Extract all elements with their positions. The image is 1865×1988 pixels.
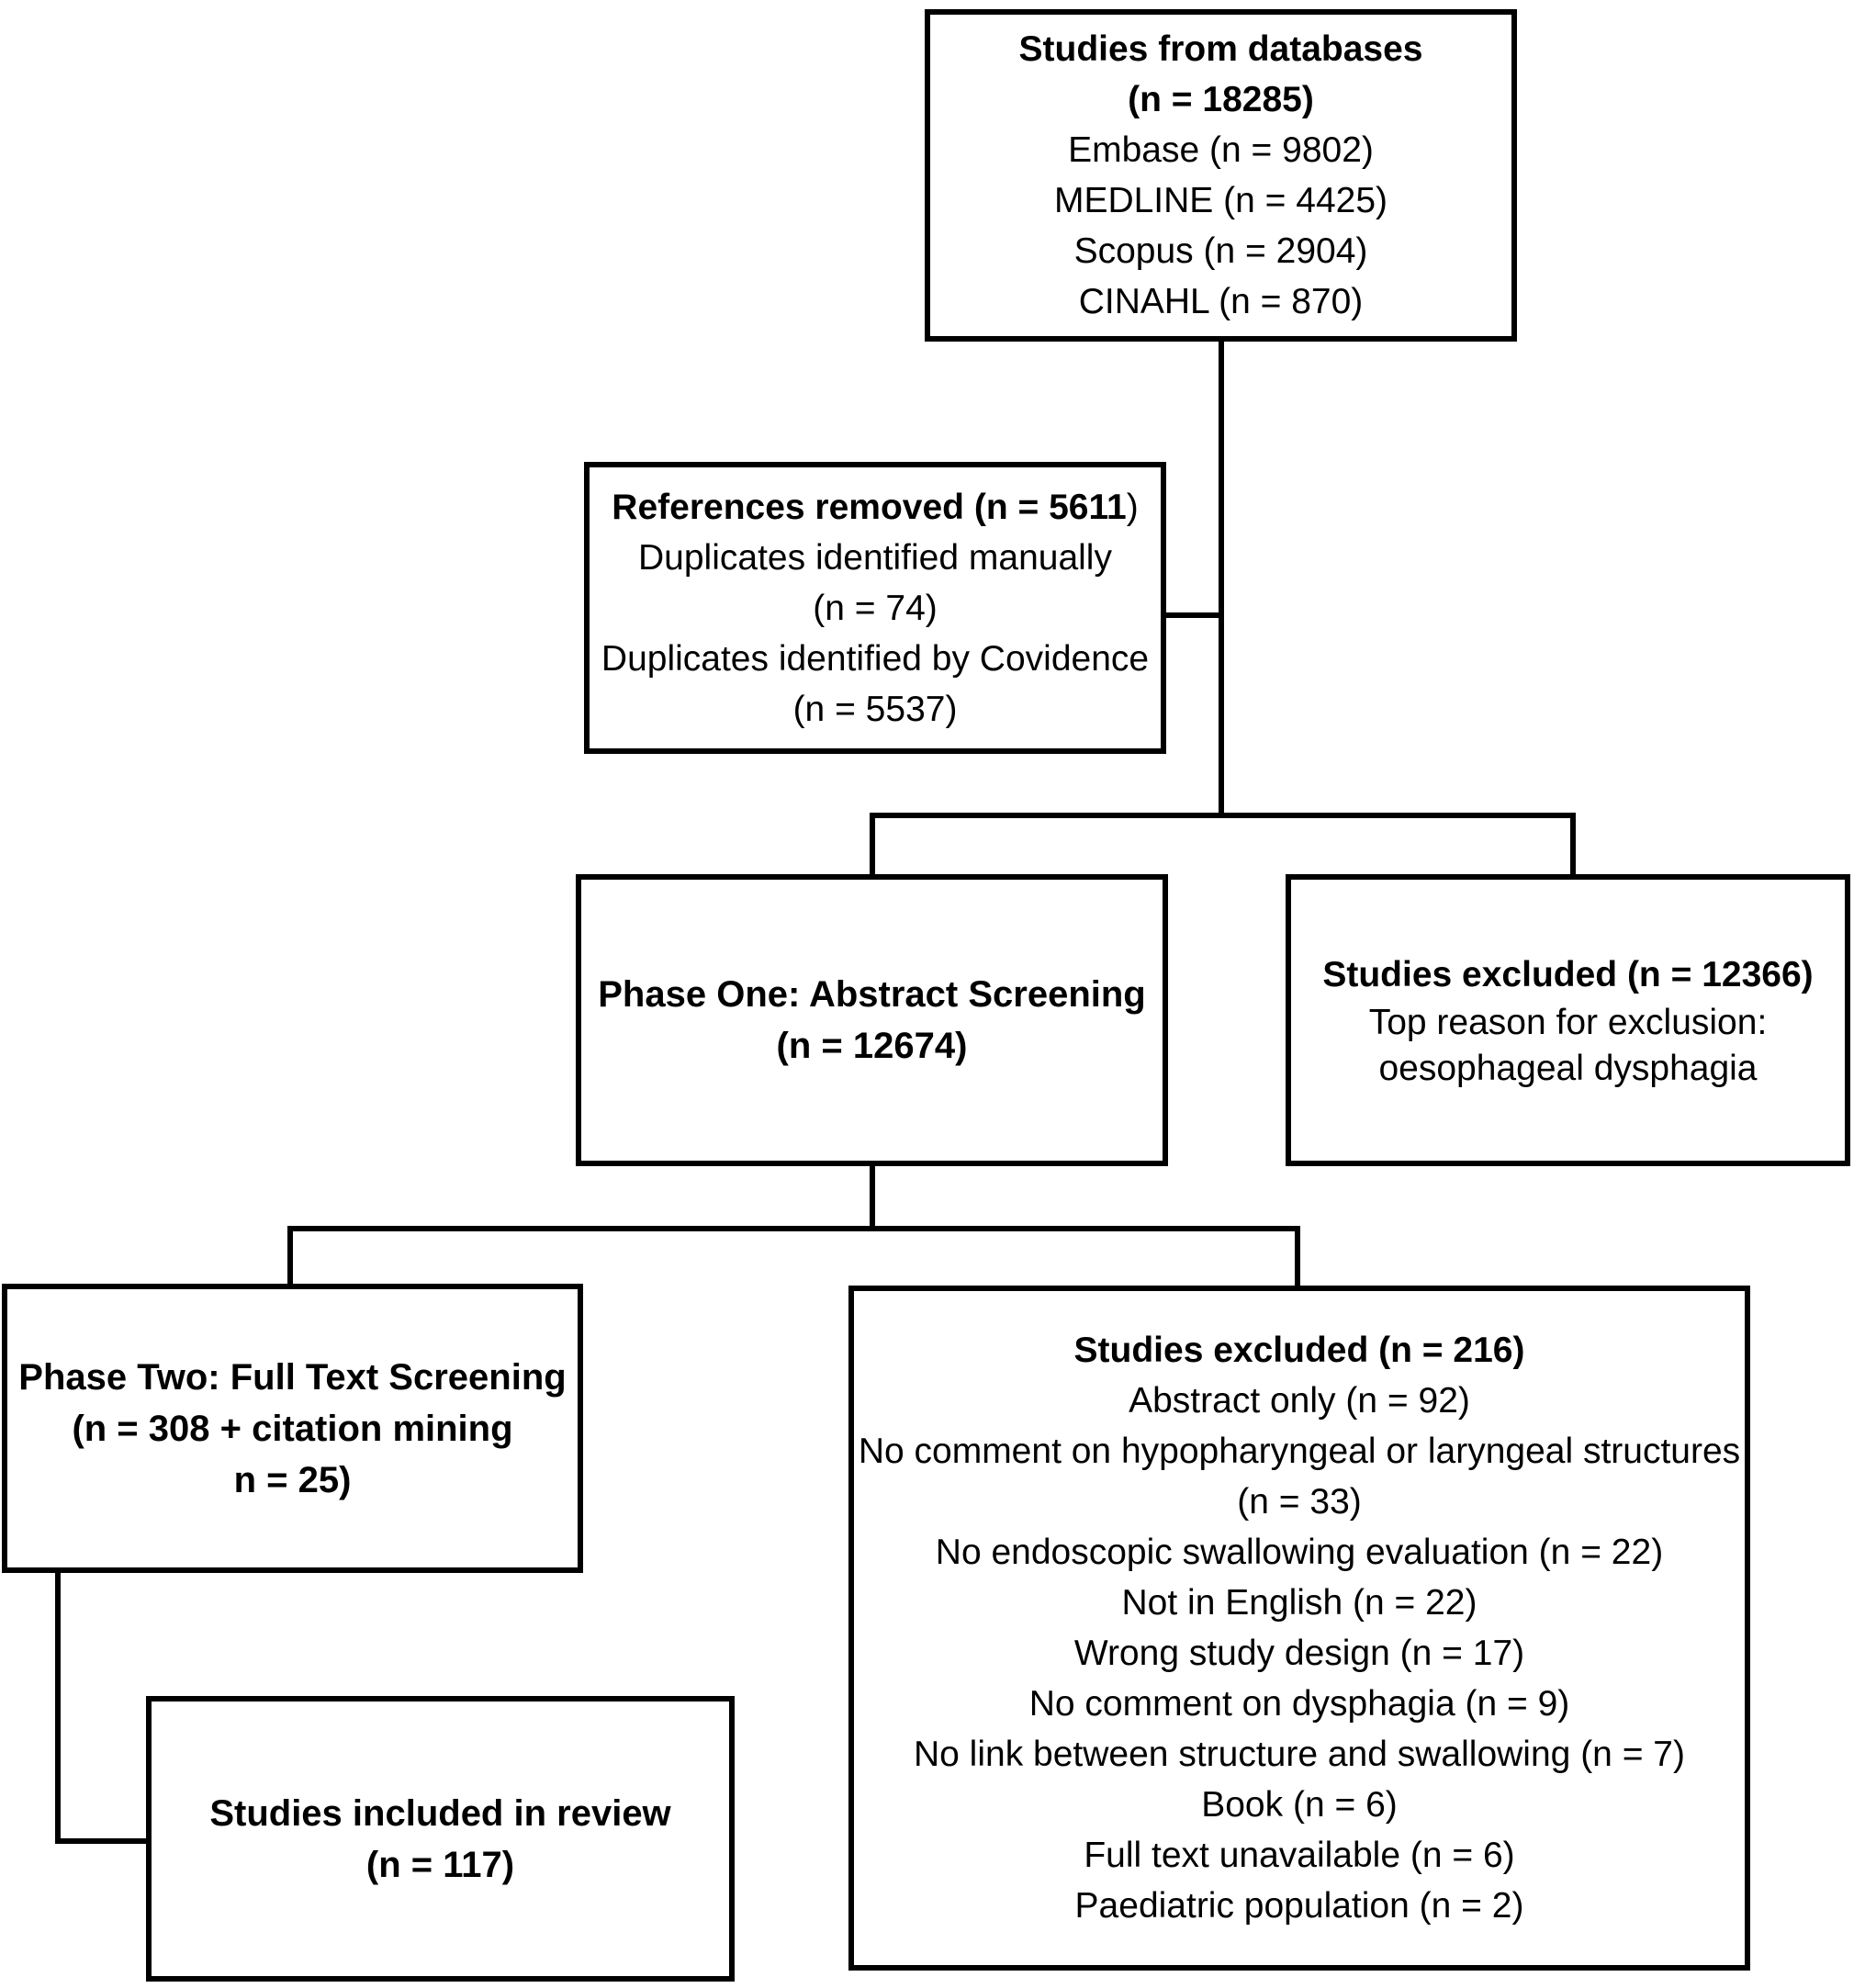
references-removed-line-manual-n: (n = 74) bbox=[813, 588, 938, 628]
connector-phase-one-down bbox=[870, 1166, 875, 1231]
excluded-abstract-reason: oesophageal dysphagia bbox=[1378, 1048, 1758, 1088]
phase-one-title: Phase One: Abstract Screening bbox=[598, 974, 1146, 1015]
excluded-reason-abstract-only: Abstract only (n = 92) bbox=[1129, 1381, 1470, 1421]
excluded-reason-no-comment-dysphagia: No comment on dysphagia (n = 9) bbox=[1028, 1684, 1570, 1724]
connector-databases-down bbox=[1219, 342, 1224, 818]
connector-split1-left-drop bbox=[870, 813, 875, 877]
excluded-reason-paediatric: Paediatric population (n = 2) bbox=[1074, 1886, 1524, 1926]
excluded-reason-no-link: No link between structure and swallowing… bbox=[913, 1735, 1685, 1774]
databases-item-medline: MEDLINE (n = 4425) bbox=[1053, 181, 1388, 220]
references-removed-title-paren: ) bbox=[1126, 487, 1139, 527]
excluded-abstract-reason-label: Top reason for exclusion: bbox=[1368, 1002, 1768, 1042]
connector-split1-right-drop bbox=[1570, 813, 1576, 877]
databases-total: (n = 18285) bbox=[1128, 80, 1314, 119]
phase-one-count: (n = 12674) bbox=[776, 1026, 968, 1066]
box-studies-excluded-abstract: Studies excluded (n = 12366) Top reason … bbox=[1286, 874, 1850, 1166]
databases-item-embase: Embase (n = 9802) bbox=[1068, 130, 1374, 170]
connector-split2-left-drop bbox=[287, 1226, 293, 1288]
box-phase-two: Phase Two: Full Text Screening (n = 308 … bbox=[2, 1284, 583, 1573]
connector-split1-horizontal bbox=[870, 813, 1576, 818]
databases-title: Studies from databases bbox=[1018, 29, 1423, 69]
excluded-reason-no-endoscopic: No endoscopic swallowing evaluation (n =… bbox=[935, 1533, 1664, 1572]
box-studies-from-databases: Studies from databases (n = 18285) Embas… bbox=[925, 9, 1517, 342]
box-phase-one: Phase One: Abstract Screening (n = 12674… bbox=[576, 874, 1168, 1166]
box-studies-excluded-fulltext: Studies excluded (n = 216) Abstract only… bbox=[848, 1286, 1750, 1971]
connector-split2-horizontal bbox=[287, 1226, 1300, 1231]
excluded-reason-wrong-design: Wrong study design (n = 17) bbox=[1073, 1634, 1525, 1673]
box-references-removed: References removed (n = 5611) Duplicates… bbox=[584, 462, 1166, 754]
included-title: Studies included in review bbox=[209, 1792, 671, 1834]
phase-two-title: Phase Two: Full Text Screening bbox=[18, 1356, 567, 1398]
references-removed-line-manual: Duplicates identified manually bbox=[638, 537, 1112, 578]
excluded-reason-fulltext-unavailable: Full text unavailable (n = 6) bbox=[1084, 1836, 1515, 1875]
connector-included-stub bbox=[55, 1838, 146, 1844]
phase-two-count-1: (n = 308 + citation mining bbox=[72, 1408, 513, 1449]
excluded-abstract-title: Studies excluded (n = 12366) bbox=[1322, 954, 1814, 994]
included-count: (n = 117) bbox=[365, 1844, 515, 1885]
references-removed-title: References removed (n = 5611) bbox=[612, 482, 1138, 533]
phase-two-count-2: n = 25) bbox=[233, 1459, 352, 1500]
excluded-fulltext-title: Studies excluded (n = 216) bbox=[1073, 1331, 1525, 1370]
excluded-reason-no-comment-structures: No comment on hypopharyngeal or laryngea… bbox=[858, 1432, 1741, 1471]
excluded-reason-not-english: Not in English (n = 22) bbox=[1121, 1583, 1477, 1623]
excluded-reason-no-comment-structures-n: (n = 33) bbox=[1237, 1482, 1362, 1522]
databases-item-cinahl: CINAHL (n = 870) bbox=[1078, 282, 1364, 321]
references-removed-title-bold: References removed (n = 5611 bbox=[612, 487, 1127, 527]
box-studies-included: Studies included in review (n = 117) bbox=[146, 1696, 735, 1982]
connector-split2-right-drop bbox=[1295, 1226, 1300, 1288]
references-removed-line-covidence-n: (n = 5537) bbox=[792, 689, 958, 729]
databases-item-scopus: Scopus (n = 2904) bbox=[1073, 231, 1368, 271]
connector-phase-two-down bbox=[55, 1573, 61, 1844]
connector-references-stub bbox=[1166, 612, 1224, 618]
excluded-reason-book: Book (n = 6) bbox=[1201, 1785, 1398, 1825]
references-removed-line-covidence: Duplicates identified by Covidence bbox=[601, 638, 1150, 679]
